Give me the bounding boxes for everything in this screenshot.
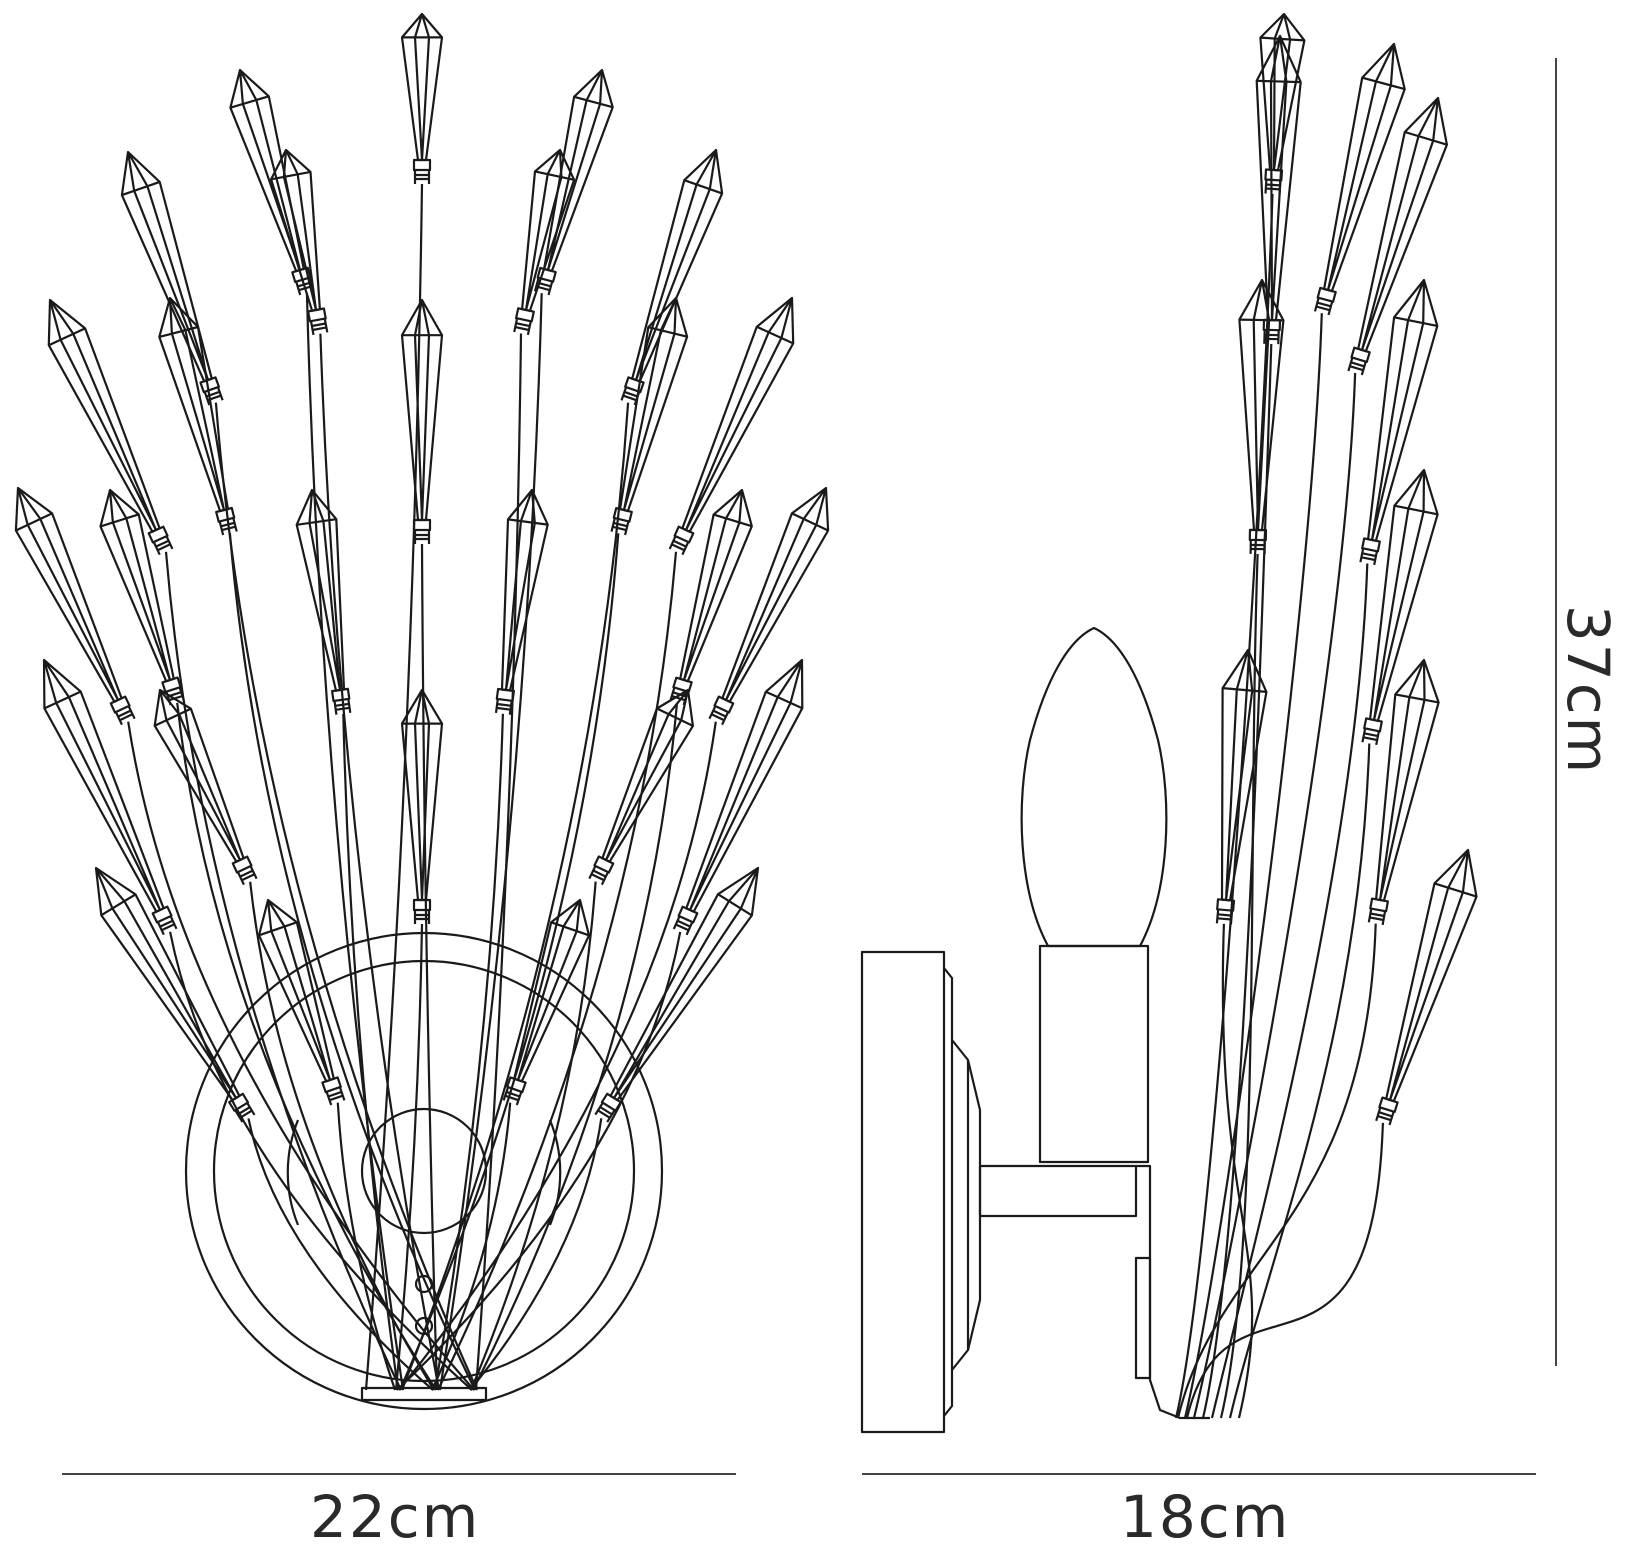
dimension-lines — [62, 58, 1557, 1475]
front-stem-14 — [398, 721, 717, 1391]
side-stem-8 — [1221, 923, 1254, 1419]
front-crystal-21 — [153, 688, 258, 886]
front-stem-15 — [176, 702, 437, 1391]
side-stem-1 — [1174, 193, 1274, 1419]
front-crystal-1 — [400, 12, 444, 184]
front-stem-21 — [249, 881, 435, 1391]
front-crystal-7 — [513, 148, 576, 336]
side-mount-cap — [951, 1039, 982, 1371]
front-stem-11 — [398, 533, 620, 1391]
side-stem-2 — [1183, 313, 1323, 1419]
front-hub-arc-left — [286, 1119, 300, 1226]
side-view — [860, 12, 1478, 1434]
front-crystal-16 — [669, 488, 753, 706]
front-crystal-19 — [42, 658, 178, 936]
front-stems — [127, 183, 717, 1391]
side-stem-7 — [1228, 743, 1371, 1419]
front-stem-4 — [214, 402, 479, 1391]
front-crystal-18 — [494, 488, 549, 715]
side-stem-6 — [1219, 553, 1259, 1419]
front-crystal-26 — [257, 898, 346, 1106]
front-crystals — [14, 12, 830, 1123]
front-stem-23 — [394, 923, 424, 1391]
side-crystal-2 — [1313, 42, 1406, 316]
front-crystal-20 — [672, 658, 804, 936]
side-backplate-bevel — [943, 967, 954, 1417]
front-stem-17 — [342, 713, 400, 1391]
side-crystals — [1215, 12, 1478, 1126]
front-stem-2 — [305, 292, 405, 1391]
side-crystal-7 — [1361, 468, 1439, 746]
front-stem-5 — [400, 402, 630, 1391]
front-crystal-9 — [668, 296, 795, 556]
side-stem-4 — [1201, 343, 1273, 1419]
front-crystal-12 — [400, 298, 444, 544]
side-bracket-tab — [1134, 1256, 1152, 1380]
front-crystal-13 — [14, 486, 136, 726]
front-stem-7 — [474, 333, 523, 1391]
front-stem-18 — [433, 713, 504, 1391]
front-width-label: 22cm — [310, 1483, 481, 1551]
front-stem-12 — [420, 543, 439, 1391]
front-backplate-outer — [184, 931, 664, 1411]
front-crystal-10 — [158, 296, 238, 536]
side-crystal-10 — [1375, 848, 1478, 1126]
front-crystal-22 — [588, 688, 694, 886]
side-candle-bulb — [1020, 626, 1168, 948]
front-crystal-4 — [120, 150, 224, 406]
side-bracket — [1136, 1164, 1210, 1420]
front-stem-base — [360, 1386, 488, 1402]
height-label: 37cm — [1554, 604, 1622, 776]
side-arm — [978, 1164, 1138, 1218]
front-stem-6 — [319, 333, 441, 1391]
side-stem-10 — [1185, 1122, 1384, 1419]
side-stem-5 — [1210, 563, 1369, 1419]
front-crystal-15 — [99, 488, 185, 706]
side-crystal-5 — [1359, 278, 1439, 566]
front-crystal-2 — [229, 68, 315, 296]
front-crystal-11 — [610, 296, 689, 536]
front-crystal-14 — [708, 486, 830, 726]
front-stem-24 — [247, 1118, 434, 1391]
front-crystal-27 — [502, 898, 591, 1106]
side-stem-3 — [1192, 372, 1357, 1419]
side-crystal-6 — [1238, 278, 1285, 555]
front-crystal-23 — [400, 688, 444, 924]
front-stem-16 — [472, 702, 679, 1391]
front-crystal-3 — [533, 68, 614, 296]
front-crystal-6 — [270, 148, 329, 336]
front-crystal-5 — [620, 148, 724, 406]
side-crystal-9 — [1367, 658, 1440, 926]
front-stem-8 — [164, 551, 402, 1391]
front-stem-10 — [228, 533, 476, 1391]
front-stem-27 — [431, 1102, 512, 1391]
side-backplate — [860, 950, 946, 1434]
front-crystal-8 — [47, 298, 174, 556]
front-stem-22 — [469, 881, 597, 1391]
side-stems — [1174, 193, 1384, 1419]
front-view — [14, 12, 830, 1411]
front-crystal-24 — [94, 866, 256, 1123]
front-crystal-25 — [594, 866, 760, 1123]
front-stem-9 — [437, 551, 678, 1391]
side-crystal-8 — [1215, 648, 1268, 925]
front-stem-26 — [336, 1102, 397, 1391]
side-width-label: 18cm — [1120, 1483, 1291, 1551]
front-crystal-17 — [295, 488, 352, 715]
side-crystal-3 — [1347, 96, 1448, 376]
side-lampholder — [1038, 944, 1150, 1164]
front-stem-25 — [469, 1118, 603, 1391]
side-stem-9 — [1176, 923, 1377, 1419]
front-stem-13 — [127, 721, 475, 1391]
